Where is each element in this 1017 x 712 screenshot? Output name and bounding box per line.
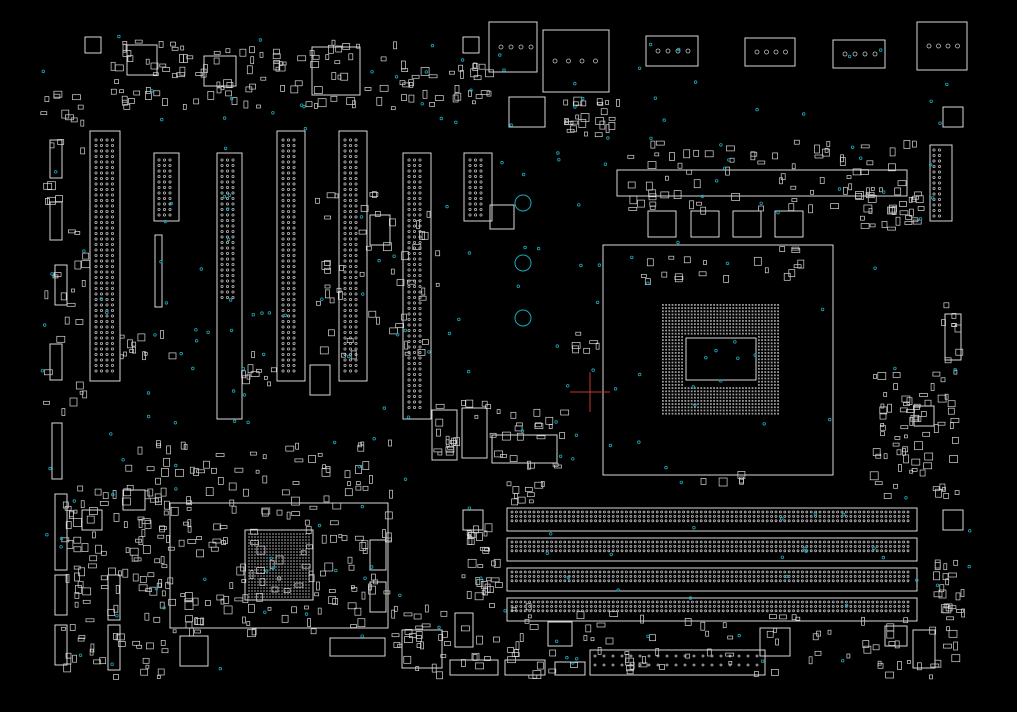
pch-pad-array — [248, 533, 310, 598]
via-layer — [40, 34, 972, 671]
dimm-4 — [506, 597, 918, 622]
usb-lan-1 — [488, 21, 538, 73]
cpu-pad-array — [662, 304, 779, 415]
pcie-slot-1 — [89, 130, 121, 382]
dimm-3 — [506, 567, 918, 592]
crosshair-icon — [570, 372, 610, 412]
usb-lan-2 — [542, 29, 610, 93]
audio-jack — [916, 21, 968, 71]
io-controller-1 — [126, 44, 158, 76]
hole-1 — [514, 194, 532, 212]
smd-component-layer — [40, 39, 965, 680]
video-1 — [645, 35, 699, 67]
pcie-slot-5 — [402, 152, 432, 420]
pch-bga — [169, 502, 389, 629]
video-3 — [832, 39, 886, 69]
connector-pin-layer — [94, 43, 960, 667]
board-outline-layer — [40, 21, 968, 680]
hole-3 — [514, 309, 532, 327]
pcie-slot-2 — [216, 152, 243, 420]
vrm-chokes — [616, 169, 908, 238]
small-controller — [508, 96, 546, 128]
video-2 — [744, 37, 796, 67]
dimm-1 — [506, 507, 918, 532]
cpu-socket — [602, 244, 834, 476]
pcie-slot-4 — [338, 130, 368, 382]
mounting-holes — [514, 194, 532, 327]
hole-2 — [514, 254, 532, 272]
pcie-slot-6 — [463, 152, 493, 222]
pcie-slot-3 — [276, 130, 306, 382]
dimm-2 — [506, 537, 918, 562]
